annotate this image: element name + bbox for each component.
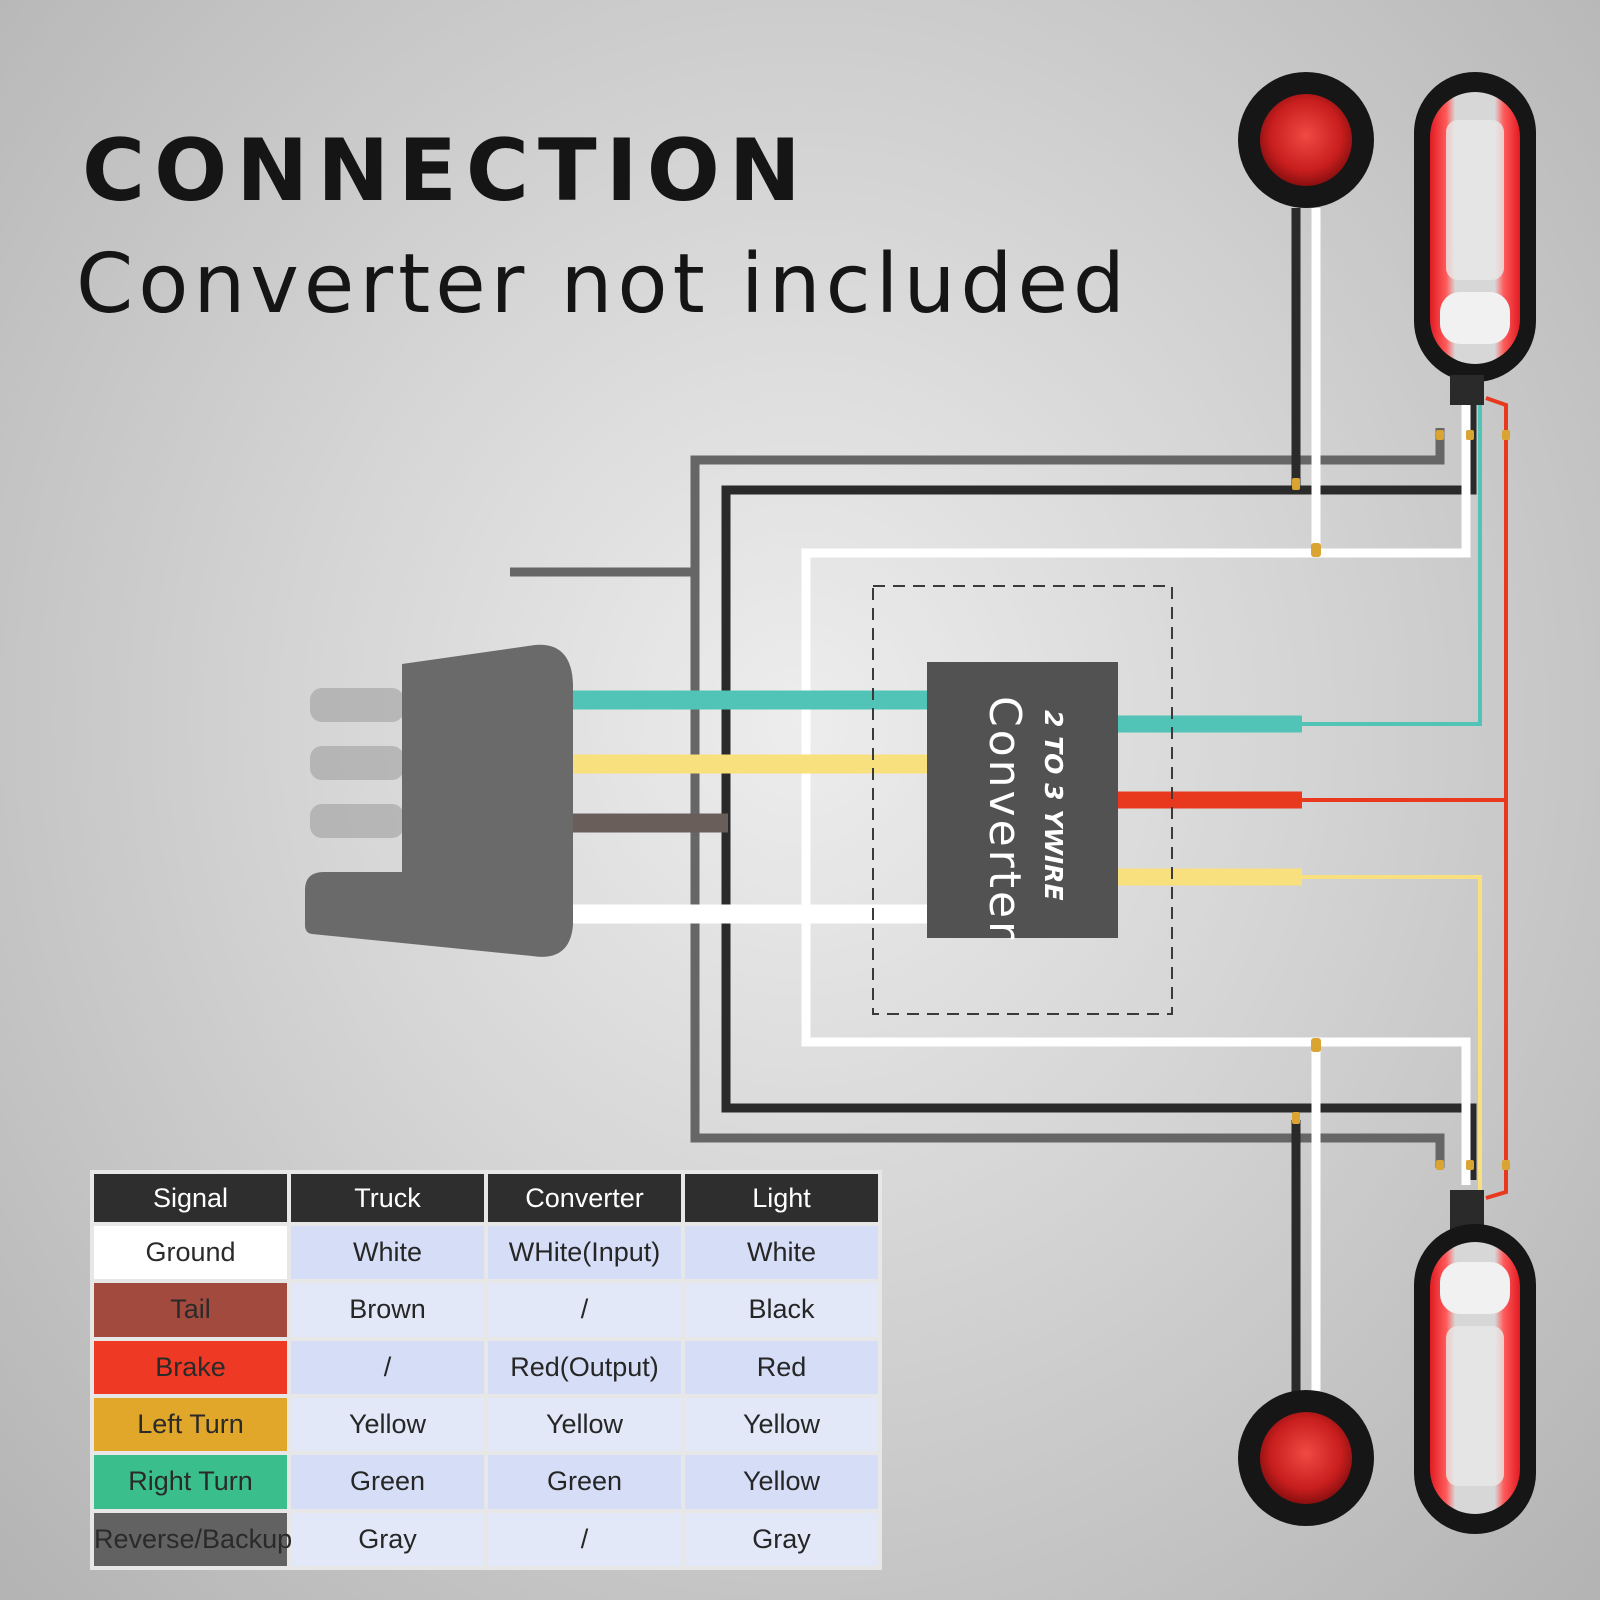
signal-cell: Left Turn — [94, 1397, 287, 1452]
top-oval-light — [1414, 72, 1536, 405]
truck-cell: Green — [291, 1455, 484, 1509]
truck-cell: White — [291, 1226, 484, 1280]
table-row: Ground White WHite(Input) White — [94, 1226, 878, 1280]
table-row: Left Turn Yellow Yellow Yellow — [94, 1397, 878, 1452]
truck-cell: Brown — [291, 1283, 484, 1337]
plug-pin — [310, 688, 404, 722]
top-round-light — [1238, 72, 1374, 208]
gray-wire — [510, 428, 1445, 1168]
header-truck: Truck — [291, 1174, 484, 1222]
converter-label-big: Converter — [979, 696, 1030, 942]
signal-table: Signal Truck Converter Light Ground Whit… — [90, 1170, 882, 1570]
light-cell: Black — [685, 1283, 878, 1337]
converter-label-small: 2 TO 3 YWIRE — [1039, 710, 1068, 901]
black-wire — [721, 208, 1477, 1400]
converter-cell: WHite(Input) — [488, 1226, 681, 1280]
table-row: Tail Brown / Black — [94, 1283, 878, 1337]
table-row: Reverse/Backup Gray / Gray — [94, 1512, 878, 1566]
converter-cell: Green — [488, 1455, 681, 1509]
converter-cell: Red(Output) — [488, 1340, 681, 1394]
signal-cell: Reverse/Backup — [94, 1512, 292, 1566]
plug-wires — [572, 690, 930, 924]
converter-cell: Yellow — [488, 1397, 681, 1452]
light-cell: Yellow — [685, 1455, 878, 1509]
table-header-row: Signal Truck Converter Light — [94, 1174, 878, 1222]
page-subtitle: Converter not included — [76, 237, 1130, 332]
light-cell: Red — [685, 1340, 878, 1394]
signal-cell: Right Turn — [94, 1455, 287, 1509]
plug-pin — [310, 804, 404, 838]
bottom-round-light — [1238, 1390, 1374, 1526]
table-row: Brake / Red(Output) Red — [94, 1340, 878, 1394]
signal-cell: Ground — [94, 1226, 287, 1280]
four-way-plug — [305, 644, 573, 957]
light-cell: White — [685, 1226, 878, 1280]
signal-cell: Tail — [94, 1283, 287, 1337]
converter-output-wires — [1116, 396, 1508, 1200]
wire-joints — [1292, 430, 1510, 1170]
converter-box: 2 TO 3 YWIRE Converter — [927, 662, 1118, 942]
truck-cell: Yellow — [291, 1397, 484, 1452]
header-converter: Converter — [488, 1174, 681, 1222]
truck-cell: Gray — [291, 1512, 484, 1566]
signal-cell: Brake — [94, 1340, 287, 1394]
converter-cell: / — [488, 1512, 681, 1566]
header-light: Light — [685, 1174, 878, 1222]
light-cell: Gray — [685, 1512, 878, 1566]
truck-cell: / — [291, 1340, 484, 1394]
light-cell: Yellow — [685, 1397, 878, 1452]
bottom-oval-light — [1414, 1190, 1536, 1534]
plug-pin — [310, 746, 404, 780]
converter-dashed-area — [872, 585, 1173, 1015]
converter-cell: / — [488, 1283, 681, 1337]
page-title: CONNECTION — [82, 121, 810, 221]
table-row: Right Turn Green Green Yellow — [94, 1455, 878, 1509]
header-signal: Signal — [94, 1174, 287, 1222]
